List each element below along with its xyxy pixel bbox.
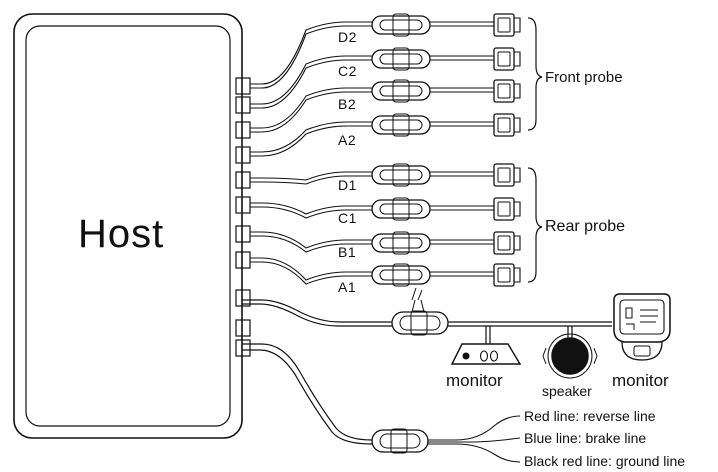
- probe-sensor-a1: [493, 263, 521, 287]
- probe-sensor-c1: [493, 197, 521, 221]
- probe-wire-a2: [250, 113, 521, 157]
- host-port-8: [235, 251, 251, 269]
- probe-wire-b1: [250, 231, 521, 255]
- probe-wire-d2: [250, 13, 521, 89]
- host-port-11: [235, 339, 251, 357]
- power-line-branches: [428, 415, 521, 463]
- display-monitor-device: [613, 293, 671, 361]
- host-port-5: [235, 171, 251, 189]
- probe-connector-a2: [371, 113, 431, 137]
- wire-label-c1: C1: [338, 210, 357, 226]
- probe-connector-a1: [371, 263, 431, 287]
- host-label: Host: [78, 212, 165, 256]
- host-port-10: [235, 319, 251, 337]
- probe-sensor-c2: [493, 47, 521, 71]
- rear-probe-label: Rear probe: [545, 218, 626, 235]
- host-port-2: [235, 96, 251, 114]
- display-monitor-label: monitor: [612, 371, 669, 390]
- probe-wire-d1: [250, 163, 521, 187]
- probe-sensor-b1: [493, 231, 521, 255]
- probe-sensor-d1: [493, 163, 521, 187]
- host-port-6: [235, 196, 251, 214]
- probe-sensor-b2: [493, 79, 521, 103]
- host-port-3: [235, 121, 251, 139]
- wire-label-d1: D1: [338, 177, 357, 193]
- probe-connector-d2: [371, 13, 431, 37]
- probe-wire-c1: [250, 197, 521, 221]
- display-cable-junction: [391, 287, 449, 336]
- small-monitor-label: monitor: [446, 371, 503, 390]
- red-line-label: Red line: reverse line: [524, 408, 656, 424]
- host-port-1: [235, 77, 251, 95]
- wire-label-a1: A1: [338, 279, 357, 295]
- probe-wire-c2: [250, 47, 521, 109]
- probe-connector-d1: [371, 163, 431, 187]
- wire-label-c2: C2: [338, 63, 357, 79]
- speaker-device: [542, 333, 598, 379]
- power-cable-junction: [371, 428, 429, 454]
- host-port-4: [235, 146, 251, 164]
- probe-sensor-d2: [493, 13, 521, 37]
- power-cable: [242, 343, 373, 445]
- probe-connector-c1: [371, 197, 431, 221]
- probe-wire-a1: [250, 257, 521, 287]
- wire-label-d2: D2: [338, 29, 357, 45]
- speaker-label: speaker: [542, 383, 592, 399]
- black-red-line-label: Black red line: ground line: [524, 453, 686, 469]
- probe-wires: [250, 13, 521, 287]
- wire-label-a2: A2: [338, 132, 357, 148]
- front-probe-label: Front probe: [545, 69, 623, 86]
- front-probe-bracket: [527, 17, 543, 131]
- probe-connector-b2: [371, 79, 431, 103]
- probe-connector-c2: [371, 47, 431, 71]
- wire-label-b2: B2: [338, 96, 357, 112]
- small-monitor-device: [450, 343, 522, 365]
- probe-connector-b1: [371, 231, 431, 255]
- rear-probe-bracket: [527, 167, 543, 283]
- display-cable: [242, 299, 612, 344]
- probe-wire-b2: [250, 79, 521, 133]
- wire-label-b1: B1: [338, 244, 357, 260]
- probe-sensor-a2: [493, 113, 521, 137]
- host-connector-ports: [235, 77, 251, 357]
- blue-line-label: Blue line: brake line: [524, 430, 647, 446]
- host-port-7: [235, 225, 251, 243]
- host-port-9: [235, 289, 251, 307]
